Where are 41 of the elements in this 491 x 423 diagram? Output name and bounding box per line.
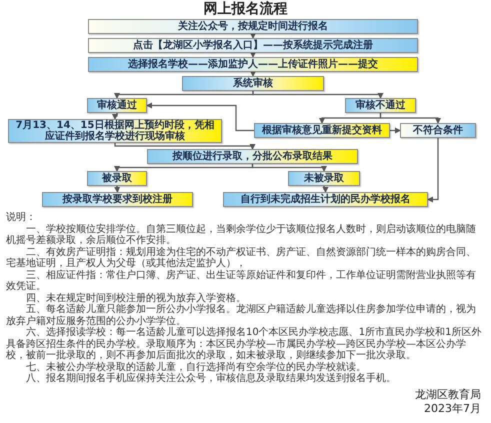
note-text: 六、选择报读学校：每一名适龄儿童可以选择报名10个本区民办学校志愿、1所市直民办学校和1所区外具备跨区招生条件的民办学校。录取顺序为：本区民办学校—市属民办学校—跨区民办学校—本区公办学校，被前一批录取的，则不再参加后面批次的录取，如未被录取，则继续参加下一批次录取。 — [6, 327, 482, 362]
issue-date: 2023年7月 — [424, 402, 481, 415]
process-box: 选择报名学校——添加监护人——上传证件照片——提交 — [88, 57, 418, 72]
process-box: 点击【龙湖区小学报名入口】——按系统提示完成注册 — [88, 38, 418, 53]
process-box: 关注公众号，按规定时间进行报名 — [88, 19, 418, 34]
note-text: 三、相应证件指：常住户口簿、房产证、出生证等原始证件和复印件，工作单位证明需附营业执照等有效凭证。 — [6, 270, 477, 292]
arrow — [380, 113, 441, 124]
arrow — [114, 164, 254, 172]
arrow — [250, 52, 256, 58]
arrow — [322, 186, 328, 193]
arrow — [114, 186, 120, 193]
arrow — [146, 102, 254, 132]
process-box: 自行到未完成招生计划的民办学校报名 — [223, 192, 428, 207]
note-text: 二、有效房产证明指：规划用途为住宅的不动产权证书、房产证、自然资源部门统一样本的购房合同、宅基地证明，且产权人为父母（或其他法定监护人）， — [6, 246, 477, 270]
process-box: 审核不通过 — [345, 98, 416, 113]
arrow — [250, 33, 256, 39]
arrow — [252, 91, 384, 99]
note-text: 一、学校按顺位安排学位。自第三顺位起，当剩余学位少于该顺位报名人数时，则启动该顺位的电脑随机摇号差额录取，余后顺位不作安排。 — [6, 224, 477, 246]
process-box: 按录取学校要求到校注册 — [42, 192, 193, 207]
process-box: 根据审核意见重新提交资料 — [254, 123, 390, 138]
note-text: 四、未在规定时间到校注册的视为放弃入学资格。 — [25, 292, 247, 304]
issuer-name: 龙湖区教育局 — [415, 388, 481, 401]
arrow — [390, 128, 401, 134]
arrow — [427, 138, 439, 202]
process-box: 按顺位进行录取，分批公布录取结果 — [147, 149, 358, 164]
process-box: 审核通过 — [87, 98, 147, 113]
process-box: 7月13、14、15日根据网上预约时段，凭相应证件到报名学校进行现场审核 — [8, 119, 222, 143]
arrow — [252, 164, 327, 172]
process-box: 未被录取 — [288, 171, 360, 186]
process-box: 不符合条件 — [400, 123, 476, 138]
title: 网上报名流程 — [202, 1, 288, 17]
notes-heading: 说明： — [6, 212, 37, 224]
process-box: 被录取 — [87, 171, 147, 186]
arrow — [250, 71, 256, 77]
process-box: 系统审核 — [182, 76, 324, 91]
note-text: 五、每名适龄儿童只能参加一所公办小学报名。龙湖区户籍适龄儿童选择以住房参加学位申请的，视为放弃户籍对应服务范围的公办小学学位。 — [6, 304, 477, 326]
arrow — [114, 143, 256, 150]
note-text: 七、未被公办学校录取的适龄儿童，自行选择尚有空余学位的民办学校就读。 — [25, 362, 367, 372]
note-text: 八、报名期间报名手机应保持关注公众号，审核信息及录取结果均发送到报名手机。 — [25, 373, 397, 384]
arrow — [112, 113, 118, 120]
arrow — [114, 91, 254, 99]
